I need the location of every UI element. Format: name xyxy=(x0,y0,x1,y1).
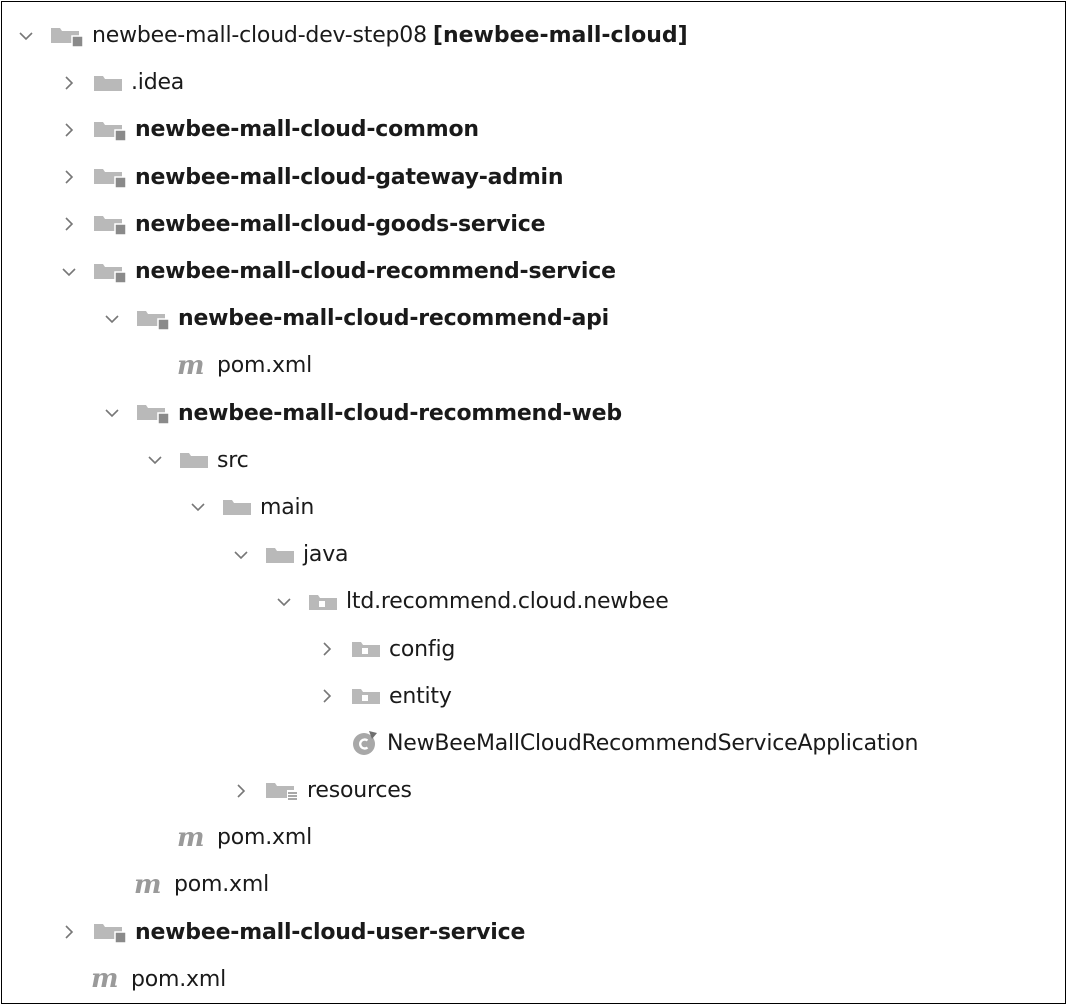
tree-node-label: newbee-mall-cloud-recommend-web xyxy=(178,400,622,426)
maven-pom-icon: m xyxy=(177,825,215,851)
chevron-spacer xyxy=(141,824,169,852)
tree-node-label: pom.xml xyxy=(131,966,227,992)
tree-node[interactable]: entity xyxy=(2,673,1065,720)
chevron-right-icon[interactable] xyxy=(313,682,341,710)
tree-node[interactable]: newbee-mall-cloud-recommend-service xyxy=(2,248,1065,295)
chevron-right-icon[interactable] xyxy=(55,116,83,144)
tree-node[interactable]: ltd.recommend.cloud.newbee xyxy=(2,578,1065,625)
tree-node-label: pom.xml xyxy=(217,825,313,851)
tree-node-label: java xyxy=(303,542,349,568)
chevron-spacer xyxy=(313,729,341,757)
module-folder-icon xyxy=(93,212,127,237)
module-folder-icon xyxy=(136,401,170,425)
tree-node-label: pom.xml xyxy=(217,353,313,379)
tree-node-label: newbee-mall-cloud-gateway-admin xyxy=(135,164,564,190)
tree-node[interactable]: newbee-mall-cloud-user-service xyxy=(2,909,1065,956)
module-folder-icon xyxy=(93,260,127,284)
tree-node-label: .idea xyxy=(131,70,185,96)
tree-node[interactable]: newbee-mall-cloud-recommend-api xyxy=(2,295,1065,342)
chevron-down-icon[interactable] xyxy=(141,446,169,474)
tree-node[interactable]: main xyxy=(2,484,1065,531)
chevron-spacer xyxy=(98,871,126,899)
tree-node-label: main xyxy=(260,494,315,520)
tree-node[interactable]: m pom.xml xyxy=(2,342,1065,389)
tree-node[interactable]: m pom.xml xyxy=(2,814,1065,861)
maven-pom-icon: m xyxy=(134,872,172,898)
tree-node[interactable]: resources xyxy=(2,767,1065,814)
chevron-down-icon[interactable] xyxy=(55,258,83,286)
module-folder-icon xyxy=(50,24,84,48)
tree-node[interactable]: m pom.xml xyxy=(2,956,1065,1003)
folder-icon xyxy=(222,496,252,518)
module-folder-icon xyxy=(93,118,127,142)
chevron-down-icon[interactable] xyxy=(12,22,40,50)
tree-node[interactable]: newbee-mall-cloud-goods-service xyxy=(2,201,1065,248)
chevron-spacer xyxy=(141,352,169,380)
package-folder-icon xyxy=(351,638,381,660)
folder-icon xyxy=(93,72,123,94)
tree-node-label: ltd.recommend.cloud.newbee xyxy=(346,589,669,615)
chevron-down-icon[interactable] xyxy=(184,493,212,521)
chevron-right-icon[interactable] xyxy=(55,69,83,97)
spring-class-icon xyxy=(351,729,379,757)
maven-glyph: m xyxy=(177,822,205,853)
tree-node[interactable]: newbee-mall-cloud-dev-step08[newbee-mall… xyxy=(2,12,1065,59)
chevron-right-icon[interactable] xyxy=(55,163,83,191)
tree-node-label: newbee-mall-cloud-goods-service xyxy=(135,211,546,237)
folder-icon xyxy=(179,449,209,471)
chevron-right-icon[interactable] xyxy=(227,777,255,805)
tree-node-label: NewBeeMallCloudRecommendServiceApplicati… xyxy=(387,730,919,756)
module-folder-icon xyxy=(136,307,170,331)
chevron-down-icon[interactable] xyxy=(270,588,298,616)
chevron-down-icon[interactable] xyxy=(227,541,255,569)
chevron-down-icon[interactable] xyxy=(98,305,126,333)
maven-glyph: m xyxy=(91,964,119,995)
chevron-right-icon[interactable] xyxy=(55,210,83,238)
tree-node[interactable]: m pom.xml xyxy=(2,861,1065,908)
chevron-down-icon[interactable] xyxy=(98,399,126,427)
project-tree: newbee-mall-cloud-dev-step08[newbee-mall… xyxy=(2,12,1065,1003)
maven-glyph: m xyxy=(177,350,205,381)
tree-node-label: newbee-mall-cloud-recommend-service xyxy=(135,259,616,285)
chevron-right-icon[interactable] xyxy=(55,918,83,946)
tree-node-label: entity xyxy=(389,683,452,709)
module-folder-icon xyxy=(93,920,127,944)
tree-node[interactable]: .idea xyxy=(2,59,1065,106)
tree-node-label: src xyxy=(217,447,249,473)
chevron-right-icon[interactable] xyxy=(313,635,341,663)
maven-glyph: m xyxy=(134,869,162,900)
tree-node[interactable]: NewBeeMallCloudRecommendServiceApplicati… xyxy=(2,720,1065,767)
tree-node-label: newbee-mall-cloud-user-service xyxy=(135,919,526,945)
module-folder-icon xyxy=(93,165,127,189)
tree-node-label: config xyxy=(389,636,456,662)
tree-node-label: pom.xml xyxy=(174,872,270,898)
tree-node[interactable]: config xyxy=(2,625,1065,672)
package-folder-icon xyxy=(351,685,381,707)
tree-node-label: resources xyxy=(307,778,412,804)
tree-node-label: newbee-mall-cloud-common xyxy=(135,117,479,143)
tree-node[interactable]: java xyxy=(2,531,1065,578)
package-folder-icon xyxy=(308,591,338,613)
tree-node-label: newbee-mall-cloud-dev-step08 xyxy=(92,23,427,49)
tree-node[interactable]: newbee-mall-cloud-common xyxy=(2,106,1065,153)
maven-pom-icon: m xyxy=(91,966,129,992)
tree-node-label: newbee-mall-cloud-recommend-api xyxy=(178,306,610,332)
tree-node[interactable]: newbee-mall-cloud-gateway-admin xyxy=(2,154,1065,201)
tree-node[interactable]: src xyxy=(2,437,1065,484)
chevron-spacer xyxy=(55,965,83,993)
maven-pom-icon: m xyxy=(177,353,215,379)
resources-folder-icon xyxy=(265,779,299,803)
tree-node[interactable]: newbee-mall-cloud-recommend-web xyxy=(2,390,1065,437)
folder-icon xyxy=(265,544,295,566)
project-name-suffix: [newbee-mall-cloud] xyxy=(432,23,688,49)
